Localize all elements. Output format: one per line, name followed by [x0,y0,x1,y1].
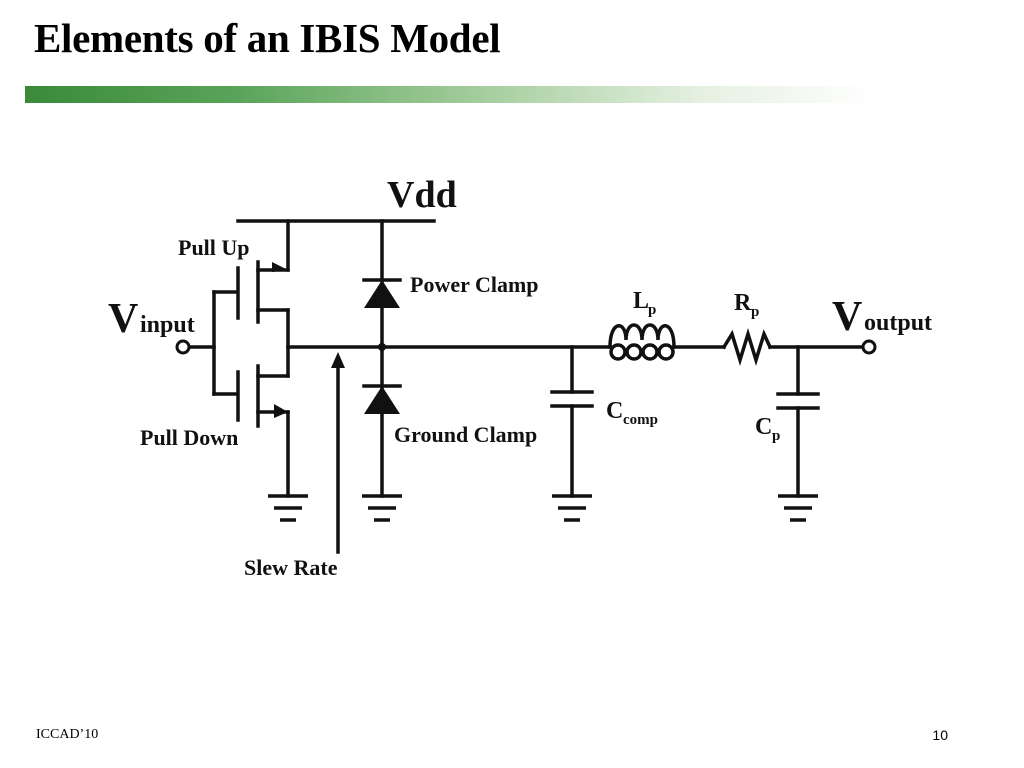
ground-symbols [268,494,818,522]
slide-title: Elements of an IBIS Model [34,15,501,61]
cp-subscript: p [772,428,780,444]
ccomp-capacitor [550,345,594,498]
rp-label: R [734,290,752,316]
v-output-label: V [832,294,862,340]
input-terminal [175,339,191,355]
ccomp-label: C [606,398,623,424]
vdd-label: Vdd [387,174,457,216]
pull-up-arrow [272,262,288,272]
pull-down-transistor [236,345,290,498]
ground-clamp-diode [364,386,400,414]
ground-clamp-label: Ground Clamp [394,422,537,447]
slew-rate-label: Slew Rate [244,555,338,580]
rp-subscript: p [751,304,759,320]
lp-inductor [608,323,676,349]
rp-resistor [721,328,773,366]
lp-label: L [633,288,649,314]
pull-down-arrow [274,404,288,418]
v-input-subscript: input [140,312,195,338]
output-terminal [861,339,877,355]
lp-subscript: p [648,302,656,318]
power-clamp-label: Power Clamp [410,272,539,297]
v-input-label: V [108,296,138,342]
cp-capacitor [776,345,820,498]
v-output-subscript: output [864,310,932,336]
title-gradient-bar [25,86,875,103]
pull-up-label: Pull Up [178,235,250,260]
ground-symbol-ccomp [552,494,592,522]
page-number: 10 [932,727,948,743]
junction-node [378,343,386,351]
ground-symbol-pulldown [268,494,308,522]
cp-label: C [755,414,772,440]
ground-symbol-cp [778,494,818,522]
ground-symbol-clamp [362,494,402,522]
pull-down-label: Pull Down [140,425,238,450]
ccomp-subscript: comp [623,412,658,428]
power-clamp-diode [364,280,400,308]
footer-conference: ICCAD’10 [36,727,99,742]
